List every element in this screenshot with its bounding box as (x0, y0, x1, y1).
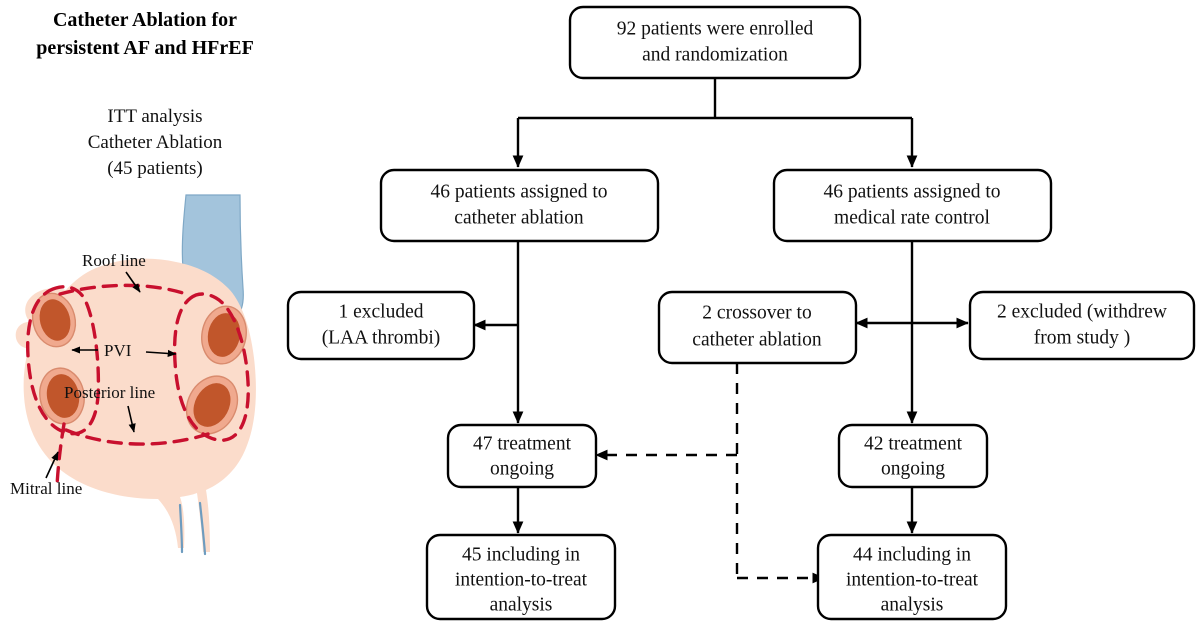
flow-node-itt-ablation-line-1: 45 including in (462, 544, 580, 565)
ablation-roof-line (58, 283, 188, 296)
flow-node-ongoing-medical-line-2: ongoing (881, 458, 945, 479)
left-atrium-illustration: Roof line PVI Posterior line Mitral line (10, 194, 256, 556)
flow-node-crossover-ablation[interactable]: 2 crossover to catheter ablation (657, 290, 858, 365)
left-panel-title-group: Catheter Ablation for persistent AF and … (36, 9, 254, 59)
flow-node-itt-medical-box[interactable] (816, 533, 1008, 621)
flowchart-connectors (473, 78, 969, 584)
flow-node-excluded-laa-line-1: 1 excluded (338, 301, 423, 322)
pv-ostium-left-inferior (39, 367, 85, 425)
anat-leader-roof-line (125, 271, 141, 293)
flow-node-itt-ablation-box[interactable] (425, 533, 617, 621)
flow-node-enrollment[interactable]: 92 patients were enrolled and randomizat… (568, 5, 862, 80)
flow-node-ongoing-ablation-line-1: 47 treatment (473, 433, 572, 454)
panel-subtitle-line-2: Catheter Ablation (88, 132, 223, 153)
flow-node-itt-medical-line-2: intention-to-treat (846, 569, 979, 590)
flow-node-ongoing-ablation[interactable]: 47 treatment ongoing (446, 423, 598, 489)
panel-title-line-2: persistent AF and HFrEF (36, 37, 254, 59)
ablation-mitral-line (55, 422, 66, 488)
anat-label-posterior-line: Posterior line (64, 383, 155, 402)
pv-ostium-left-superior (31, 292, 77, 348)
anat-leader-mitral-line (45, 451, 59, 479)
flow-node-excluded-laa[interactable]: 1 excluded (LAA thrombi) (286, 290, 476, 361)
flow-node-itt-ablation[interactable]: 45 including in intention-to-treat analy… (425, 533, 617, 621)
flow-node-ongoing-ablation-box[interactable] (446, 423, 598, 489)
flow-node-ongoing-medical[interactable]: 42 treatment ongoing (837, 423, 989, 489)
flow-node-assigned-medical-line-1: 46 patients assigned to (823, 181, 1000, 202)
anat-leader-pvi-right (145, 349, 177, 358)
coronary-vessel-right (198, 501, 207, 556)
flow-node-assigned-ablation-box[interactable] (379, 168, 660, 243)
anat-label-roof-line: Roof line (82, 251, 146, 270)
anat-leader-posterior-line (127, 405, 136, 433)
flow-node-enrollment-line-2: and randomization (642, 44, 788, 65)
flow-node-crossover-ablation-box[interactable] (657, 290, 858, 365)
flow-node-crossover-ablation-line-2: catheter ablation (692, 329, 822, 350)
flow-node-enrollment-box[interactable] (568, 5, 862, 80)
left-panel-subtitle-group: ITT analysis Catheter Ablation (45 patie… (88, 106, 223, 179)
flow-node-assigned-medical-box[interactable] (772, 168, 1053, 243)
flow-node-excluded-withdrew-line-1: 2 excluded (withdrew (997, 301, 1167, 322)
flow-node-itt-medical-line-3: analysis (881, 594, 944, 615)
flow-node-ongoing-ablation-line-2: ongoing (490, 458, 554, 479)
panel-subtitle-line-3: (45 patients) (107, 158, 203, 179)
flow-node-excluded-laa-box[interactable] (286, 290, 476, 361)
flow-node-excluded-withdrew[interactable]: 2 excluded (withdrew from study ) (968, 290, 1196, 361)
ablation-posterior-line (64, 428, 210, 446)
flow-node-itt-medical-line-1: 44 including in (853, 544, 971, 565)
anat-label-mitral-line: Mitral line (10, 479, 82, 498)
pv-ostium-right-inferior (185, 375, 239, 435)
flow-node-itt-medical[interactable]: 44 including in intention-to-treat analy… (816, 533, 1008, 621)
panel-subtitle-line-1: ITT analysis (107, 106, 202, 127)
flow-node-excluded-laa-line-2: (LAA thrombi) (322, 327, 441, 348)
flow-node-excluded-withdrew-box[interactable] (968, 290, 1196, 361)
ablation-line-left-pvi (26, 285, 101, 436)
flow-node-assigned-medical[interactable]: 46 patients assigned to medical rate con… (772, 168, 1053, 243)
coronary-vessel-left (178, 503, 184, 554)
flow-node-excluded-withdrew-line-2: from study ) (1034, 327, 1130, 348)
ablation-line-right-pvi (172, 292, 250, 442)
flow-node-itt-ablation-line-3: analysis (490, 594, 553, 615)
flow-node-itt-ablation-line-2: intention-to-treat (455, 569, 588, 590)
anat-label-pvi: PVI (104, 341, 132, 360)
flow-node-assigned-ablation-line-1: 46 patients assigned to (430, 181, 607, 202)
flow-node-ongoing-medical-line-1: 42 treatment (864, 433, 963, 454)
flow-node-crossover-ablation-line-1: 2 crossover to (702, 302, 811, 323)
flow-node-ongoing-medical-box[interactable] (837, 423, 989, 489)
atrium-tissue-shape (23, 258, 256, 552)
flow-node-assigned-ablation-line-2: catheter ablation (454, 207, 584, 228)
flow-node-assigned-ablation[interactable]: 46 patients assigned to catheter ablatio… (379, 168, 660, 243)
panel-title-line-1: Catheter Ablation for (53, 9, 237, 31)
flow-node-assigned-medical-line-2: medical rate control (834, 207, 991, 228)
flow-node-enrollment-line-1: 92 patients were enrolled (617, 18, 814, 39)
